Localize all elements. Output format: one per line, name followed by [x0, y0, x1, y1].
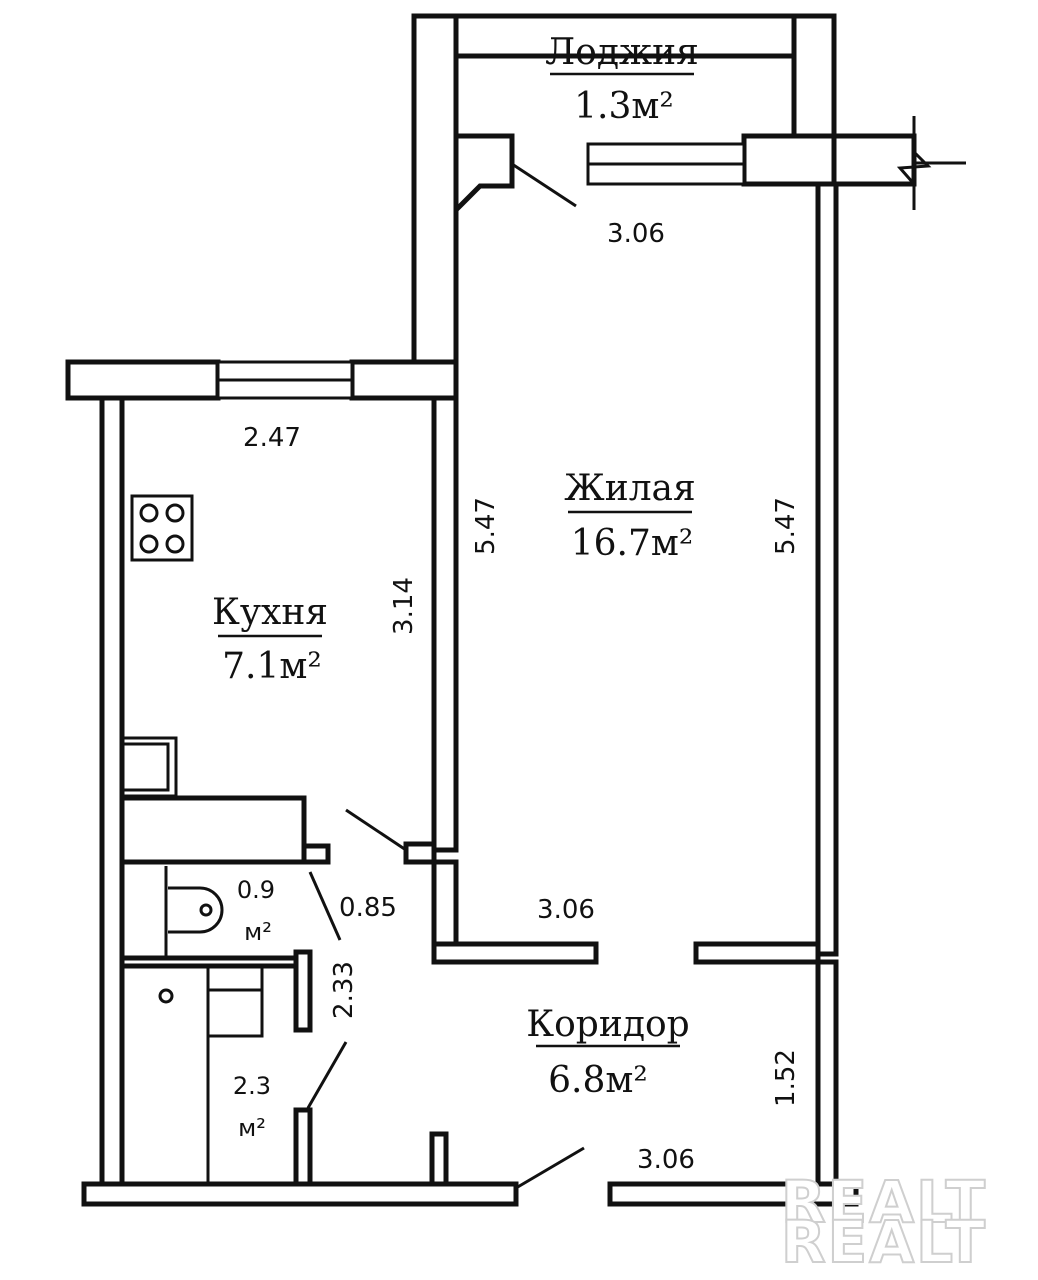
loggia-name: Лоджия [545, 32, 699, 73]
doors [306, 162, 585, 1190]
loggia-door-jamb [453, 133, 515, 217]
dim-living-bottom: 3.06 [537, 895, 595, 925]
stove-burner-icon [165, 503, 185, 523]
dim-kitchen-right: 3.14 [389, 577, 419, 635]
dim-kitchen-top: 2.47 [243, 423, 301, 453]
corridor-right-wall [815, 959, 839, 1187]
kitchen-door [345, 808, 407, 852]
washbasin-icon [206, 988, 264, 1038]
stove-icon [130, 494, 194, 562]
wall-break-symbol [896, 116, 932, 210]
living-area: 16.7м² [571, 523, 694, 564]
fixtures [120, 494, 264, 1184]
stove-burner-icon [139, 503, 159, 523]
kitchen-sink-basin-icon [120, 742, 170, 792]
living-bottom-wall-right [693, 941, 821, 965]
kitchen-door-jamb [403, 841, 437, 865]
corridor-name: Коридор [526, 1004, 689, 1045]
watermark-logo: REALT [781, 1208, 987, 1276]
toilet-area-value: 0.9 [237, 876, 275, 904]
living-bottom-wall-left [431, 941, 599, 965]
external-wall-stub [831, 133, 917, 187]
kitchen-wc-partition [119, 795, 307, 865]
kitchen-name: Кухня [212, 592, 328, 633]
kitchen-area: 7.1м² [222, 646, 322, 687]
bath-area-unit: м² [238, 1114, 266, 1142]
kitchen-top-wall-right [349, 359, 459, 401]
wc-bath-partition [119, 955, 305, 969]
toilet-bowl-icon [168, 886, 224, 934]
toilet-hole-icon [199, 903, 213, 917]
corridor-area: 6.8м² [548, 1060, 648, 1101]
living-right-wall [815, 181, 839, 957]
living-window-pier [741, 133, 837, 187]
kitchen-top-wall-left [65, 359, 221, 401]
living-name: Жилая [564, 468, 695, 509]
living-left-outer-wall [411, 13, 459, 365]
watermark-logo: REALT [781, 1168, 987, 1236]
bottom-wall-right [607, 1181, 859, 1207]
stove-burner-icon [139, 534, 159, 554]
loggia-area: 1.3м² [574, 86, 674, 127]
dim-corridor-right: 1.52 [771, 1049, 801, 1107]
bottom-wall-left [81, 1181, 519, 1207]
bath-area-value: 2.3 [233, 1072, 271, 1100]
dim-toilet-width: 0.85 [339, 893, 397, 923]
drain-icon [158, 988, 174, 1004]
dim-corridor-bottom: 3.06 [637, 1145, 695, 1175]
stove-burner-icon [165, 534, 185, 554]
dim-living-right: 5.47 [771, 497, 801, 555]
bath-door-stub-bottom [293, 1107, 313, 1187]
windows [216, 116, 966, 400]
loggia-door [511, 162, 577, 208]
partition-end [301, 843, 331, 865]
kitchen-living-partition [431, 395, 459, 853]
wc-door [308, 871, 342, 941]
dim-living-top: 3.06 [607, 219, 665, 249]
walls [65, 13, 917, 1207]
dim-bath-length: 2.33 [329, 961, 359, 1019]
entrance-stub [429, 1131, 449, 1187]
bath-door [306, 1041, 348, 1109]
entrance-door [515, 1146, 585, 1190]
left-outer-wall [99, 395, 125, 1187]
dimension-labels: 3.06 2.47 5.47 5.47 3.14 3.06 0.85 2.33 … [243, 219, 801, 1175]
dim-living-left: 5.47 [471, 497, 501, 555]
toilet-area-unit: м² [244, 918, 272, 946]
room-labels: Лоджия 1.3м² Жилая 16.7м² Кухня 7.1м² Ко… [212, 32, 699, 1142]
bath-door-stub-top [293, 949, 313, 1033]
